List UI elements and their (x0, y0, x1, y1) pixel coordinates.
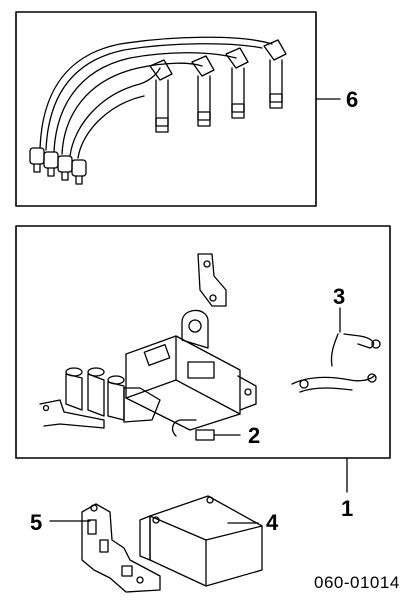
coil-assembly-illustration (39, 253, 381, 441)
callout-3: 3 (333, 284, 345, 309)
callout-5: 5 (30, 510, 42, 535)
callout-4: 4 (266, 510, 279, 535)
diagram-code: 060-01014 (314, 573, 400, 592)
bracket-illustration (81, 503, 161, 593)
spark-plug-wires-illustration (29, 36, 287, 185)
coil-assembly-panel (15, 225, 391, 459)
callout-1: 1 (341, 496, 353, 521)
control-module-illustration (139, 495, 263, 587)
callout-2: 2 (248, 423, 260, 448)
callout-6: 6 (346, 87, 358, 112)
wire-set-panel (15, 11, 317, 207)
